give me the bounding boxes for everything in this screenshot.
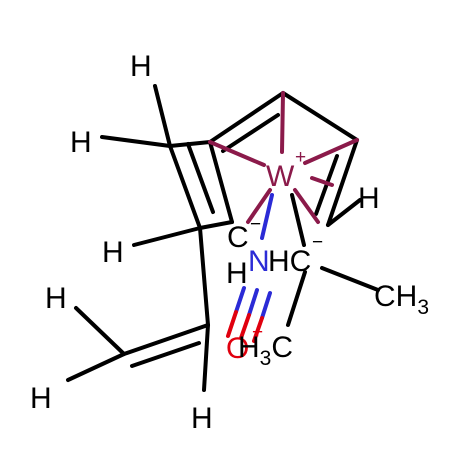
bond-w-right-short [310,176,334,187]
h-terminal-2-label: H [30,382,52,415]
bond-terminal-double-1 [122,323,210,356]
methylidyne-c-label: C [227,221,249,254]
bond-c-to-ring [198,220,234,230]
h-vinyl-left-label: H [70,126,92,159]
bond-w-cp-right [303,138,359,165]
no-bond-3-n [260,291,272,320]
no-bond-2-n [247,288,259,317]
tungsten-charge: + [295,147,306,168]
bond-w-hc [290,193,306,247]
bond-cp-top-right [281,91,359,142]
no-bond-1-n [234,286,246,314]
methylidyne-c-charge: − [250,214,261,235]
bond-cp-left-bottom [208,140,234,224]
no-bond-3-o [252,316,264,343]
bond-w-lower-left [246,188,272,224]
bond-h-terminal-2 [66,352,126,382]
bond-w-cp-left [208,140,266,167]
oxygen-charge: + [252,322,263,343]
bond-terminal-double-2 [130,341,201,368]
bond-h-vinyl-top [153,84,172,148]
bond-w-lower-right [293,188,320,224]
no-bond-2-o [239,313,251,340]
bond-hc-ch3-bottom [286,270,307,327]
oxygen-label: O [226,332,249,365]
h-cp-right-label: H [358,182,380,215]
tungsten-bonds [208,91,359,224]
w-ligand-bonds [260,193,306,247]
bond-ring-to-vinyl [168,140,212,148]
bond-w-n [260,193,274,240]
h-vinyl-top-label: H [130,50,152,83]
methyl-bottom-label: H3C [238,331,293,370]
bond-cp-right-bottom [326,138,359,227]
bond-cp-top-left [208,91,285,144]
tungsten-label: W [266,160,295,193]
h-bottom-label: H [191,402,213,435]
nitrogen-label: N [248,245,270,278]
bond-vinyl-double-2 [186,142,215,214]
bond-cp-right-h [326,198,362,227]
bond-h-mid-left [132,226,202,247]
hc-center-label: HC [268,245,311,278]
bond-cp-top-left-inner [221,113,280,153]
bond-hc-ch3-right [320,266,380,292]
bond-w-cp-top [280,91,285,154]
h-terminal-1-label: H [45,282,67,315]
atom-labels: W + C − H N HC − CH3 O + H3C H H H H H H… [30,50,429,435]
bond-h-terminal-1 [74,306,126,356]
bond-h-vinyl-left [100,135,172,148]
nitrosyl-triple-bond [226,286,272,343]
bond-c-to-c-lower [198,226,210,327]
h-mid-left-label: H [102,236,124,269]
no-bond-1-o [226,310,238,338]
carbon-bonds [66,84,380,392]
bond-h-bottom [202,323,210,392]
bond-vinyl-double-1 [168,144,202,230]
methyl-right-label: CH3 [374,280,429,319]
h-nh-label: H [226,257,248,290]
hc-center-charge: − [312,232,323,253]
